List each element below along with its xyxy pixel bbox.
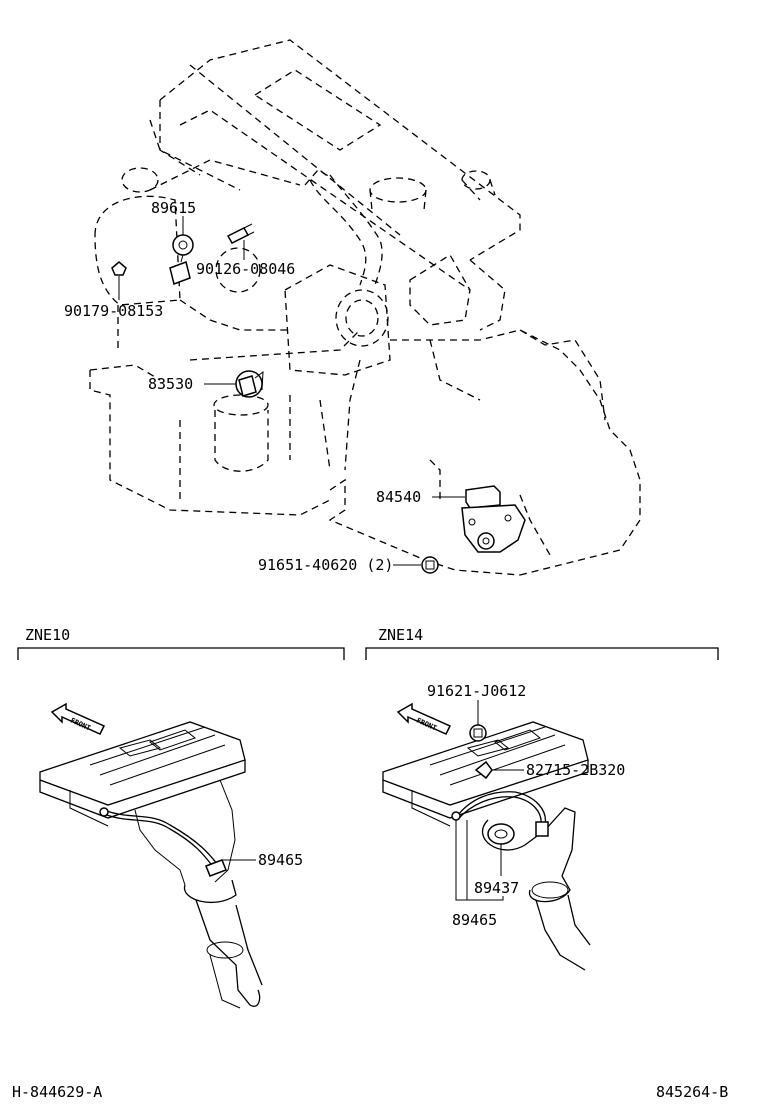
exhaust-manifold-zne10 (39, 721, 263, 1009)
reference-code-left: H-844629-A (12, 1083, 102, 1101)
front-arrow-zne14: FRONT (396, 702, 452, 735)
nut-90179-08153[interactable] (111, 261, 127, 276)
section-title-zne10: ZNE10 (25, 626, 70, 644)
label-83530: 83530 (148, 375, 193, 393)
label-82715-2b320: 82715-2B320 (526, 761, 625, 779)
label-84540: 84540 (376, 488, 421, 506)
oxygen-sensor-89465-zne10[interactable] (99, 807, 227, 877)
label-89437: 89437 (474, 879, 519, 897)
section-title-zne14: ZNE14 (378, 626, 423, 644)
engine-outline (89, 39, 641, 576)
label-90179-08153: 90179-08153 (64, 302, 163, 320)
front-arrow-zne10: FRONT (50, 702, 106, 735)
reference-code-right: 845264-B (656, 1083, 728, 1101)
exhaust-manifold-zne14 (382, 721, 591, 971)
label-89615: 89615 (151, 199, 196, 217)
oxygen-sensor-89465-zne14[interactable] (451, 791, 549, 837)
label-91621-j0612: 91621-J0612 (427, 682, 526, 700)
gasket-89437[interactable] (487, 823, 515, 845)
label-89465-zne10: 89465 (258, 851, 303, 869)
label-89465-zne14: 89465 (452, 911, 497, 929)
label-91651-40620: 91651-40620 (2) (258, 556, 393, 574)
section-bracket-zne10 (17, 647, 345, 660)
neutral-start-switch-84540[interactable] (461, 485, 526, 553)
bolt-91621-j0612[interactable] (469, 724, 487, 742)
bolt-91651-40620[interactable] (421, 556, 439, 574)
label-90126-08046: 90126-08046 (196, 260, 295, 278)
stud-bolt-90126-08046[interactable] (226, 223, 255, 244)
oil-pressure-switch-83530[interactable] (235, 370, 264, 398)
knock-sensor-89615[interactable] (169, 234, 194, 285)
section-bracket-zne14 (365, 647, 719, 660)
